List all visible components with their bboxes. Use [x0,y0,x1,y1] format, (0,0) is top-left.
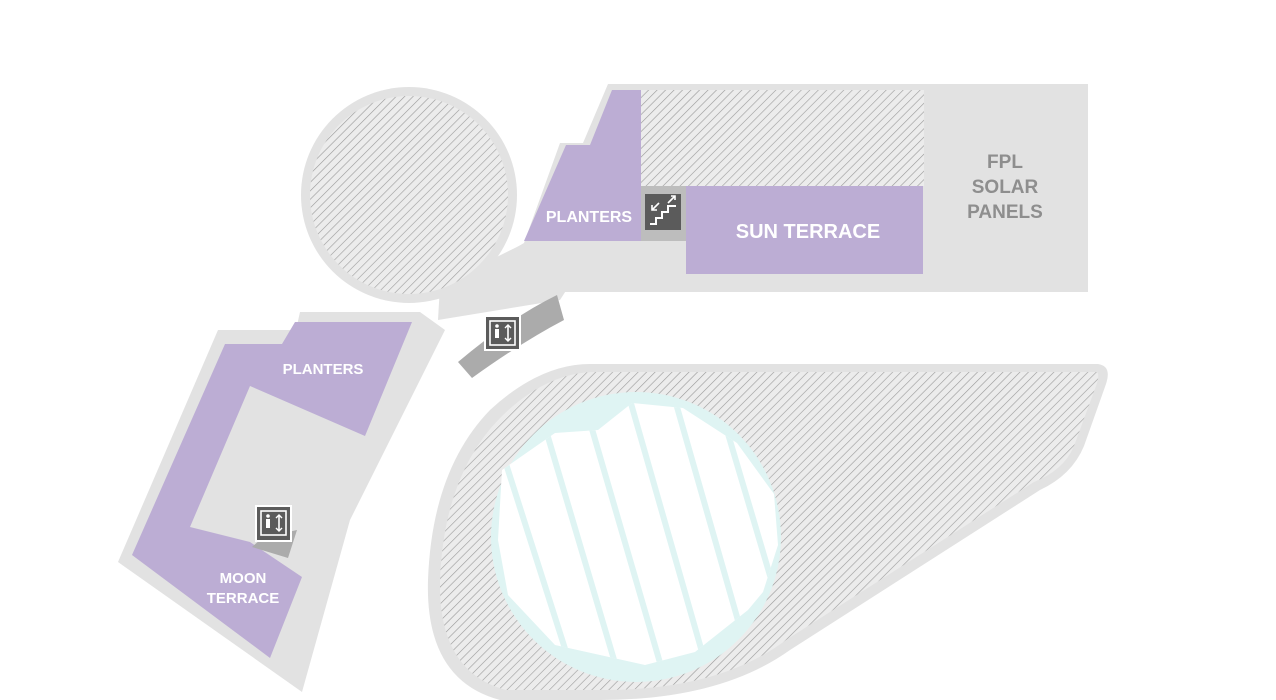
sun-terrace-label: SUN TERRACE [736,221,880,243]
solar-panels-label-line-2: SOLAR [972,177,1039,198]
planters-left-area [132,322,412,658]
moon-terrace-label-line-2: TERRACE [207,590,280,607]
hatched-zone-top [641,90,924,186]
planters-left-label: PLANTERS [283,361,364,378]
solar-panels-label-line-1: FPL [987,152,1023,173]
elevator-icon-left[interactable] [252,505,297,558]
round-hatched-zone [310,96,508,294]
stairs-icon[interactable] [641,186,686,241]
planters-top-area [524,90,641,241]
connector-floor [438,243,595,320]
sun-terrace-area [686,186,923,274]
solar-panels-label-line-3: PANELS [967,202,1043,223]
planters-top-label: PLANTERS [546,209,633,226]
skylight-glass [498,403,778,665]
skylight-mullions [498,403,778,665]
elevator-icon[interactable] [484,315,521,351]
moon-terrace-label-line-1: MOON [220,570,267,587]
